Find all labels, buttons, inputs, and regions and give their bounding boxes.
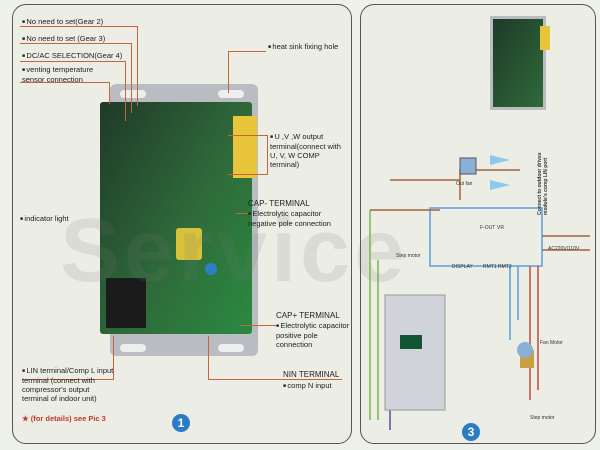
label-vr: VR xyxy=(497,225,504,231)
uvw-terminal-block xyxy=(233,116,257,178)
nin-desc: comp N input xyxy=(283,381,331,391)
label-fout: F-OUT xyxy=(480,225,496,231)
fixing-hole xyxy=(218,90,244,98)
label-fan-motor: Fan Motor xyxy=(540,340,563,346)
thumb-terminal xyxy=(540,26,550,50)
wiring-diagram xyxy=(369,155,590,430)
relay xyxy=(106,278,146,328)
label-gear2: No need to set(Gear 2) xyxy=(22,17,103,27)
inductor xyxy=(176,228,202,260)
fixing-hole xyxy=(120,344,146,352)
label-heat-sink-hole: heat sink fixing hole xyxy=(268,42,338,52)
cap-plus-title: CAP+ TERMINAL xyxy=(276,311,340,320)
pic-number-3: 3 xyxy=(462,423,480,441)
watermark: Service xyxy=(60,201,409,301)
label-indicator-light: indicator light xyxy=(20,214,68,224)
label-out-fan: Out fan xyxy=(456,181,473,187)
cap-plus-desc: Electrolytic capacitor positive pole con… xyxy=(276,321,350,349)
label-display: DISPLAY xyxy=(452,264,473,270)
label-ac-power: AC220V/110V xyxy=(548,246,580,252)
label-step-motor-2: Step motor xyxy=(530,415,555,421)
label-dcac-selection: DC/AC SELECTION(Gear 4) xyxy=(22,51,122,61)
label-gear3: No need to set (Gear 3) xyxy=(22,34,105,44)
capacitor xyxy=(205,263,217,275)
details-note: ★ (for details) see Pic 3 xyxy=(22,414,106,423)
label-rmt1: RMT1 xyxy=(483,264,497,270)
cap-minus-title: CAP- TERMINAL xyxy=(248,199,310,208)
nin-title: NIN TERMINAL xyxy=(283,370,340,379)
fixing-hole xyxy=(218,344,244,352)
label-step-motor: Step motor xyxy=(396,253,421,259)
fixing-hole xyxy=(120,90,146,98)
cap-minus-desc: Electrolytic capacitor negative pole con… xyxy=(248,209,344,228)
label-connect-lin: Connect to outdoor drives module's comp … xyxy=(537,152,549,216)
label-rmt2: RMT2 xyxy=(498,264,512,270)
label-lin-terminal: LIN terminal/Comp L input terminal (conn… xyxy=(22,366,114,403)
pcb-thumbnail xyxy=(490,16,546,110)
label-uvw-terminal: U ,V ,W output terminal(connect with U, … xyxy=(270,132,350,169)
pic-number-1: 1 xyxy=(172,414,190,432)
label-venting-sensor: venting temperature sensor connection xyxy=(22,65,112,84)
